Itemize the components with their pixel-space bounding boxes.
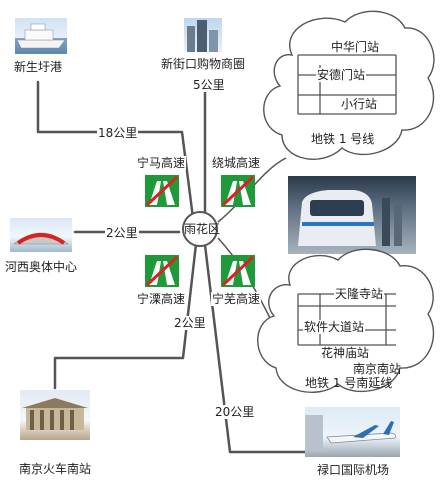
xinjiekou-photo	[184, 18, 222, 52]
airport-name: 禄口国际机场	[316, 463, 391, 477]
metro-station-xiaohang: 小行站	[340, 97, 379, 111]
metro-line1-title: 地铁 1 号线	[311, 132, 375, 146]
highway-badge-ningwu	[221, 255, 255, 287]
metro-station-zhonghuamen: 中华门站	[331, 40, 380, 54]
route-to-south-station	[53, 242, 198, 390]
south-station-photo	[20, 390, 90, 440]
xinjiekou-name: 新街口购物商圈	[160, 57, 247, 71]
airport-distance: 20公里	[214, 405, 256, 419]
highway-badge-ningma	[145, 175, 179, 207]
metro-station-ruanjiandadao: 软件大道站	[303, 320, 366, 334]
hexi-distance: 2公里	[105, 226, 139, 240]
metro-station-huashenmiao: 花神庙站	[320, 346, 371, 360]
hexi-stadium-photo	[10, 218, 72, 252]
metro-line1-ext-title: 地铁 1 号南延线	[305, 376, 393, 390]
xinsheng-distance: 18公里	[97, 126, 139, 140]
route-to-airport	[203, 243, 307, 454]
highway-label-raocheng: 绕城高速	[211, 156, 262, 170]
xinjiekou-distance: 5公里	[192, 78, 226, 92]
highway-label-ningli: 宁溧高速	[136, 292, 187, 306]
highway-label-ningwu: 宁芜高速	[211, 292, 262, 306]
hexi-name: 河西奥体中心	[4, 260, 79, 274]
metro-station-tianlongsi: 天隆寺站	[334, 287, 385, 301]
airport-photo	[305, 407, 400, 457]
metro-line1-cloud	[263, 10, 435, 160]
highway-badge-ningli	[145, 255, 179, 287]
center-node	[182, 211, 218, 247]
xinsheng-port-name: 新生圩港	[13, 60, 64, 74]
xinsheng-port-photo	[15, 18, 67, 54]
metro-station-nanjingnan: 南京南站	[353, 362, 402, 376]
metro-station-andemen: 安德门站	[316, 68, 367, 82]
south-station-distance: 2公里	[173, 316, 207, 330]
highway-label-ningma: 宁马高速	[136, 156, 187, 170]
highway-badge-raocheng	[221, 175, 255, 207]
center-label: 雨花区	[184, 222, 221, 236]
south-station-name: 南京火车南站	[18, 462, 93, 476]
metro-train-photo	[288, 176, 416, 254]
